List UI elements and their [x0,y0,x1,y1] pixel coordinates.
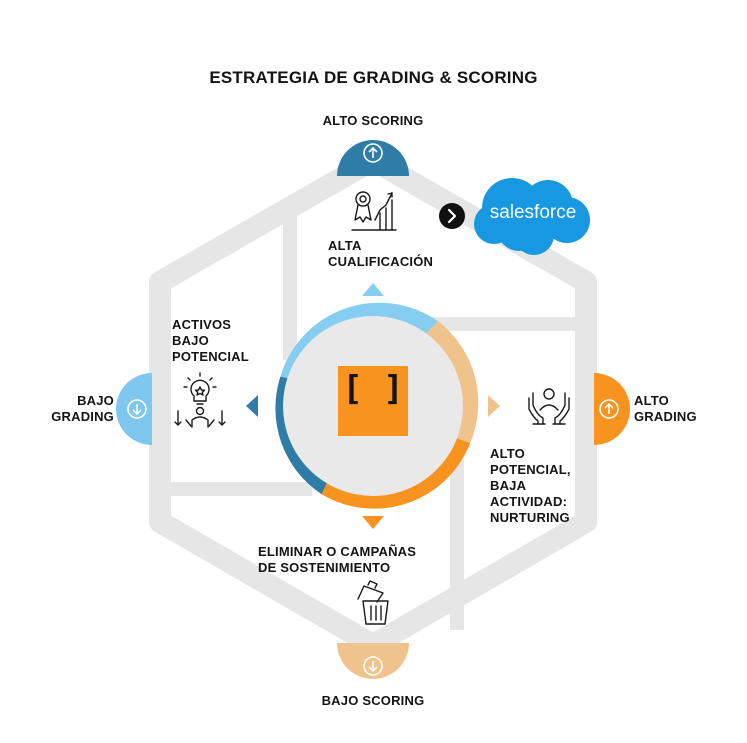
axis-label-line: GRADING [634,409,697,424]
axis-label-high-scoring: ALTO SCORING [322,113,424,128]
down-arrow-icon [127,399,147,419]
quadrant-label-nurturing: ALTO POTENCIAL, BAJA ACTIVIDAD: NURTURIN… [490,446,571,526]
salesforce-logo-text: salesforce [489,202,577,223]
brand-logo-text: [ ] [342,369,404,409]
quadrant-label-line: POTENCIAL, [490,462,571,477]
ring-pointer-bottom [362,516,384,529]
axis-label-low-scoring: BAJO SCORING [321,693,425,708]
quadrant-label-line: DE SOSTENIMIENTO [258,560,391,575]
up-arrow-icon [363,143,383,163]
axis-node-left [116,373,152,445]
axis-node-right [594,373,630,445]
growth-chart-icon [351,191,397,231]
quadrant-label-line: POTENCIAL [172,349,249,364]
quadrant-label-line: BAJO [172,333,209,348]
trash-can-icon [357,580,389,625]
brand-logo [338,366,408,436]
axis-label-line: BAJO [77,393,114,408]
axis-label-line: GRADING [51,409,114,424]
up-arrow-glyph [368,146,378,158]
axis-label-line: ALTO [634,393,669,408]
ring-pointer-top [362,283,384,296]
quadrant-label-line: ALTA [328,238,362,253]
ring-pointer-left [246,395,258,417]
quadrant-label-high-qualification: ALTA CUALIFICACIÓN [328,238,433,270]
axis-label-low-grading: BAJO GRADING [30,393,114,425]
ring-pointer-right [488,395,500,417]
chevron-right-icon [439,203,465,229]
quadrant-label-line: BAJA [490,478,527,493]
quadrant-label-line: ELIMINAR O CAMPAÑAS [258,544,417,559]
down-arrow-glyph [132,404,142,416]
salesforce-cloud-icon [474,178,590,255]
quadrant-label-low-potential: ACTIVOS BAJO POTENCIAL [172,317,249,365]
quadrant-label-line: CUALIFICACIÓN [328,254,434,269]
quadrant-label-line: ACTIVOS [172,317,232,332]
lightbulb-person-icon [174,372,226,428]
hands-care-icon [528,388,570,425]
down-arrow-icon [363,656,383,676]
quadrant-label-eliminate: ELIMINAR O CAMPAÑAS DE SOSTENIMIENTO [258,544,416,576]
chevron-right-glyph [447,208,457,224]
up-arrow-icon [599,399,619,419]
quadrant-label-line: NURTURING [490,510,570,525]
up-arrow-glyph [604,402,614,414]
quadrant-label-line: ACTIVIDAD: [490,494,568,509]
quadrant-label-line: ALTO [490,446,525,461]
down-arrow-glyph [368,661,378,673]
axis-label-high-grading: ALTO GRADING [634,393,734,425]
diagram-title: ESTRATEGIA DE GRADING & SCORING [209,68,538,87]
